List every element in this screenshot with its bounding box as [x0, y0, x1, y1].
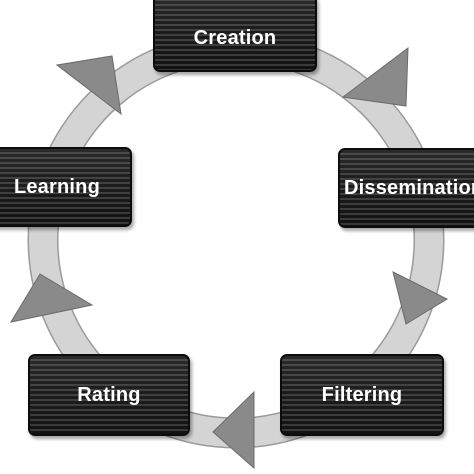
stage-box-rating: Rating	[28, 354, 190, 436]
stage-label-creation: Creation	[193, 26, 277, 49]
arrow-learning-to-creation	[55, 55, 122, 116]
arrow-filtering-to-rating	[212, 390, 255, 470]
stage-box-creation: Creation	[153, 0, 317, 72]
stage-box-filtering: Filtering	[280, 354, 444, 436]
arrow-rating-to-learning	[9, 273, 94, 323]
stage-box-dissemination: Dissemination	[338, 148, 474, 228]
arrow-dissemination-to-filtering	[392, 271, 449, 325]
stage-box-learning: Learning	[0, 147, 132, 227]
stage-label-learning: Learning	[13, 175, 100, 198]
stage-label-filtering: Filtering	[321, 383, 403, 406]
arrow-creation-to-dissemination	[341, 46, 409, 107]
stage-label-rating: Rating	[77, 383, 141, 406]
stage-label-dissemination: Dissemination	[344, 176, 474, 199]
